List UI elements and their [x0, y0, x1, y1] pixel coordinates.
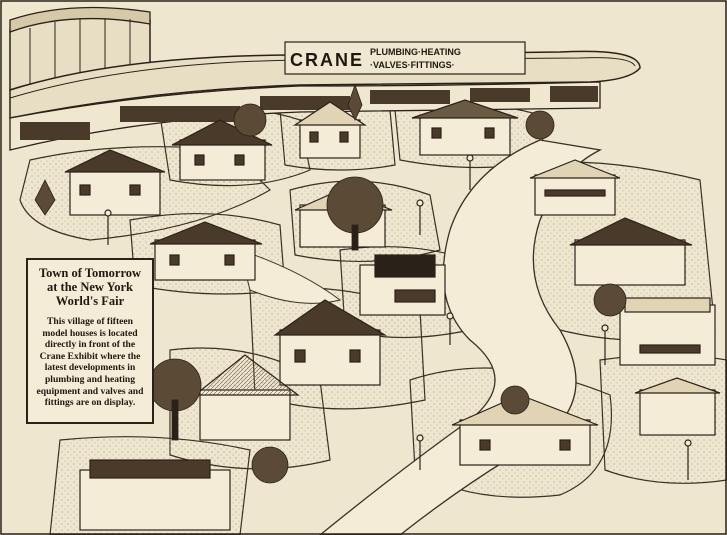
lamp-posts: [104, 154, 692, 480]
sign-line2: ·VALVES·FITTINGS·: [370, 60, 455, 70]
house-9: [193, 354, 300, 441]
house-6: [149, 221, 263, 281]
house-3: [292, 101, 368, 159]
house-4: [411, 99, 519, 156]
crane-exhibit-building: [9, 6, 641, 151]
house-2: [171, 119, 273, 181]
sign-line1: PLUMBING·HEATING: [370, 47, 461, 57]
house-11: [529, 159, 621, 216]
trees: [34, 83, 627, 484]
house-14: [634, 377, 721, 436]
caption-title-line-2: at the New York: [47, 280, 133, 294]
sign-brand: CRANE: [290, 50, 364, 70]
houses: [64, 99, 721, 531]
house-10: [451, 394, 599, 466]
caption-title: Town of Tomorrow at the New York World's…: [35, 266, 145, 308]
house-8: [273, 299, 388, 386]
caption-box: Town of Tomorrow at the New York World's…: [26, 258, 154, 424]
house-13: [619, 297, 716, 366]
caption-body: This village of fifteen model houses is …: [36, 316, 144, 409]
caption-title-line-3: World's Fair: [55, 294, 125, 308]
caption-title-line-1: Town of Tomorrow: [38, 266, 142, 280]
house-7: [359, 254, 446, 316]
house-1: [64, 149, 166, 216]
house-12: [569, 217, 693, 286]
house-15: [79, 459, 231, 531]
